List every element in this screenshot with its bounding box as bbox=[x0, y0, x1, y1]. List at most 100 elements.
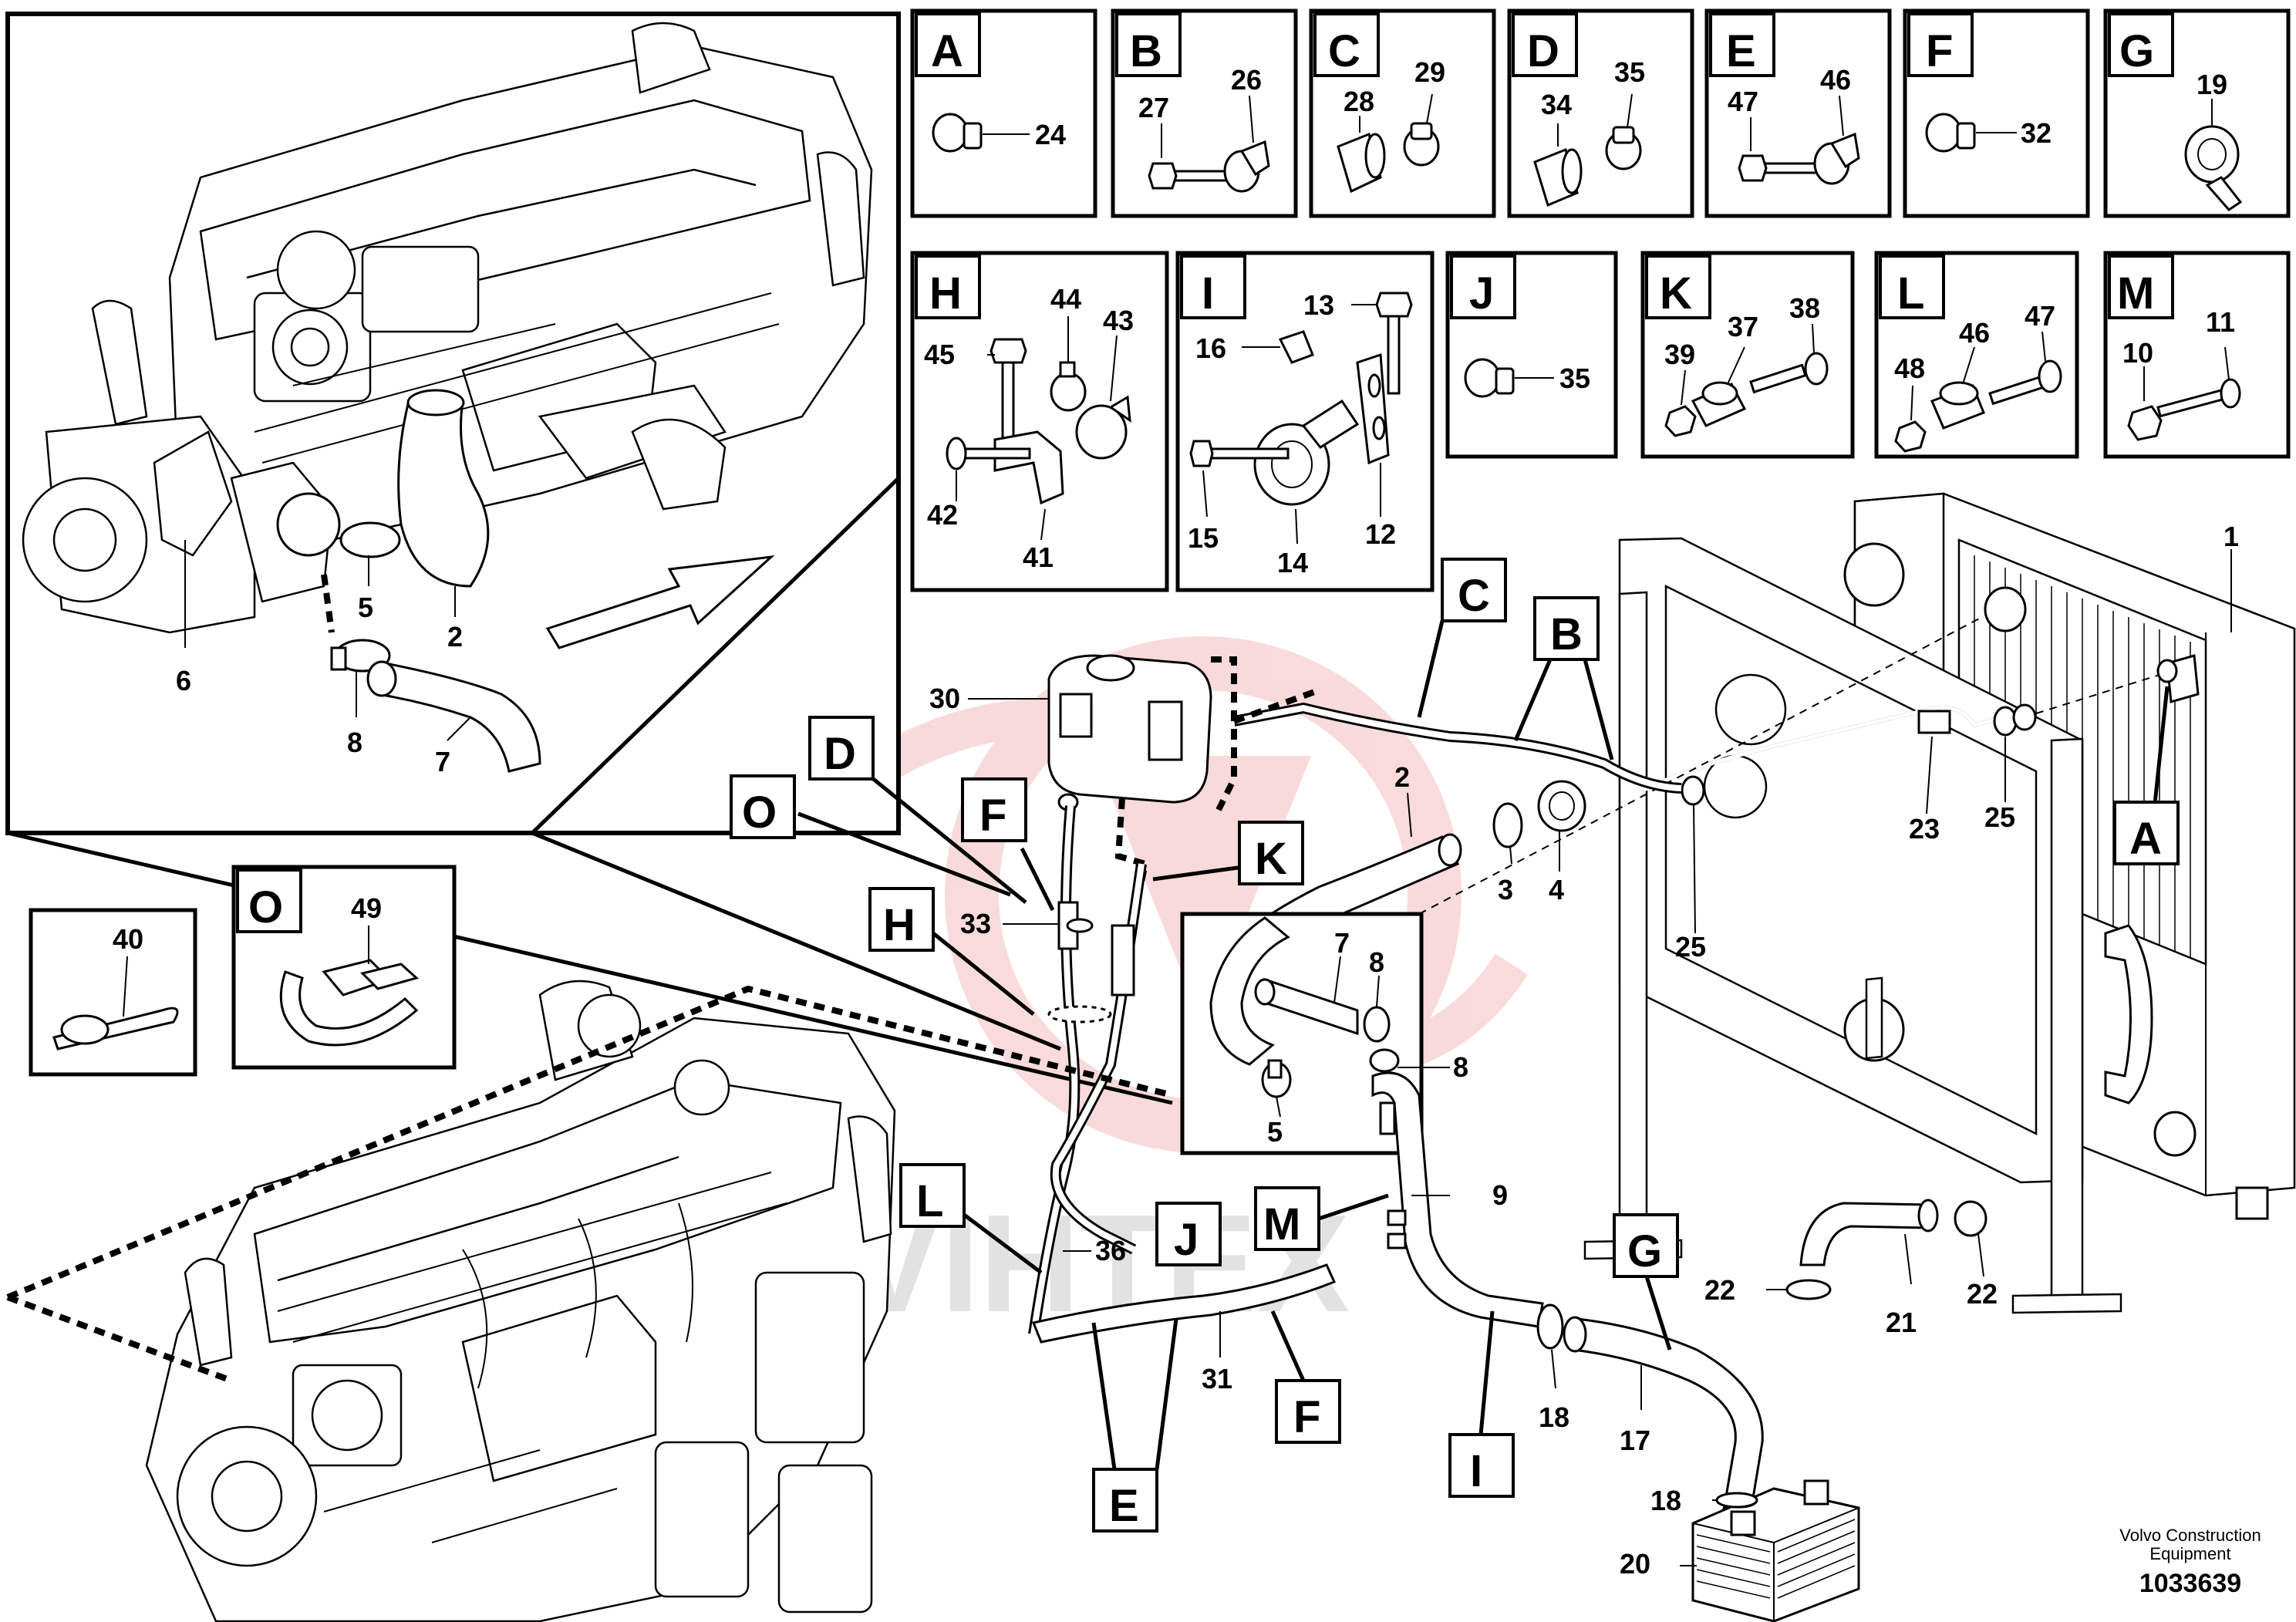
callout-letter-b: B bbox=[1550, 609, 1583, 659]
part-15: 15 bbox=[1188, 522, 1219, 554]
detail-box-j: J 35 bbox=[1445, 251, 1618, 459]
part-14: 14 bbox=[1277, 547, 1308, 578]
part-34: 34 bbox=[1541, 89, 1572, 120]
detail-box-k: K 37 38 39 bbox=[1640, 251, 1855, 459]
label-36: 36 bbox=[1095, 1235, 1126, 1266]
detail-box-h: H 44 43 45 42 41 bbox=[910, 251, 1169, 592]
label-21: 21 bbox=[1886, 1307, 1917, 1338]
part-28: 28 bbox=[1344, 86, 1374, 117]
part-47-e: 47 bbox=[1728, 86, 1758, 117]
label-30: 30 bbox=[929, 683, 960, 714]
brand-block: Volvo Construction Equipment 1033639 bbox=[2119, 1526, 2261, 1598]
detail-letter-a: A bbox=[931, 26, 963, 76]
callout-letter-o: O bbox=[742, 787, 777, 838]
detail-box-a: A 24 bbox=[910, 8, 1097, 218]
part-37: 37 bbox=[1728, 311, 1758, 342]
detail-box-f: F 32 bbox=[1903, 8, 2090, 218]
part-27: 27 bbox=[1138, 92, 1169, 123]
callout-letter-c: C bbox=[1458, 571, 1490, 621]
callout-letter-f-lower: F bbox=[1293, 1392, 1320, 1442]
label-18-upper: 18 bbox=[1539, 1401, 1569, 1433]
detail-letter-b: B bbox=[1130, 26, 1162, 76]
part-40: 40 bbox=[113, 923, 143, 955]
detail-letter-j: J bbox=[1469, 268, 1494, 319]
part-38: 38 bbox=[1789, 292, 1820, 324]
part-13: 13 bbox=[1303, 289, 1334, 321]
part-35: 35 bbox=[1614, 56, 1645, 88]
callout-letter-l: L bbox=[916, 1176, 943, 1226]
detail-box-b: B 27 26 bbox=[1111, 8, 1298, 218]
callout-o: O bbox=[730, 774, 1011, 897]
part-43: 43 bbox=[1103, 305, 1134, 336]
detail-letter-m: M bbox=[2117, 268, 2154, 319]
part-32: 32 bbox=[2021, 117, 2052, 149]
detail-letter-e: E bbox=[1726, 26, 1756, 76]
label-25-left: 25 bbox=[1675, 931, 1706, 963]
callout-a: A bbox=[2113, 686, 2180, 865]
label-8-main: 8 bbox=[1453, 1051, 1468, 1083]
callout-b: B bbox=[1513, 596, 1614, 760]
callout-f-lower: F bbox=[1270, 1310, 1341, 1444]
detail-letter-g: G bbox=[2119, 26, 2154, 76]
detail-letter-o: O bbox=[248, 882, 283, 932]
part-16: 16 bbox=[1195, 332, 1226, 364]
part-35-j: 35 bbox=[1559, 363, 1590, 394]
callout-letter-g: G bbox=[1627, 1226, 1662, 1276]
part-45: 45 bbox=[924, 339, 955, 370]
main-labels: 1 2 3 4 25 23 25 30 33 8 9 36 31 18 17 2… bbox=[929, 521, 2239, 1580]
callout-letter-e: E bbox=[1109, 1481, 1139, 1531]
label-4: 4 bbox=[1549, 874, 1564, 905]
part-46-e: 46 bbox=[1820, 64, 1851, 96]
label-1: 1 bbox=[2224, 521, 2239, 552]
part-10: 10 bbox=[2122, 337, 2153, 369]
part-12: 12 bbox=[1365, 518, 1396, 550]
detail-letter-c: C bbox=[1328, 26, 1360, 76]
callout-letter-i: I bbox=[1470, 1446, 1482, 1496]
callout-letter-j: J bbox=[1174, 1215, 1199, 1265]
label-5-sub: 5 bbox=[1267, 1116, 1283, 1148]
detail-box-g: G 19 bbox=[2103, 8, 2291, 218]
detail-box-c: C 28 29 bbox=[1309, 8, 1496, 218]
detail-box-m: M 11 10 bbox=[2103, 251, 2291, 459]
detail-letter-h: H bbox=[929, 268, 962, 319]
brand-line-1: Volvo Construction bbox=[2119, 1526, 2261, 1545]
part-29: 29 bbox=[1414, 56, 1445, 88]
label-25-right: 25 bbox=[1984, 801, 2015, 833]
label-18-lower: 18 bbox=[1650, 1485, 1681, 1516]
inset-label-6: 6 bbox=[176, 665, 191, 696]
detail-box-d: D 34 35 bbox=[1507, 8, 1694, 218]
callout-i: I bbox=[1448, 1310, 1515, 1498]
callout-e: E bbox=[1091, 1318, 1178, 1533]
callout-c: C bbox=[1417, 558, 1507, 718]
part-39: 39 bbox=[1664, 339, 1695, 370]
callout-f-upper: F bbox=[961, 777, 1055, 912]
callout-letter-a: A bbox=[2129, 814, 2162, 864]
direction-arrow bbox=[545, 555, 775, 649]
detail-box-e: E 47 46 bbox=[1704, 8, 1892, 218]
label-31: 31 bbox=[1202, 1363, 1232, 1394]
callout-letter-d: D bbox=[824, 729, 856, 779]
part-42: 42 bbox=[927, 499, 958, 531]
label-3: 3 bbox=[1498, 874, 1513, 905]
label-7-sub: 7 bbox=[1334, 927, 1350, 959]
part-46-l: 46 bbox=[1959, 317, 1990, 349]
detail-letter-d: D bbox=[1527, 26, 1559, 76]
label-9: 9 bbox=[1492, 1179, 1508, 1211]
inset-engine-drawing bbox=[22, 22, 873, 634]
callout-letter-h: H bbox=[883, 900, 915, 950]
detail-box-o: O 49 bbox=[231, 865, 457, 1070]
radiator-assembly bbox=[1418, 492, 2296, 1314]
detail-letter-l: L bbox=[1897, 268, 1924, 319]
detail-letter-i: I bbox=[1202, 268, 1214, 319]
callout-j: J bbox=[1155, 1202, 1222, 1266]
drawing-number: 1033639 bbox=[2139, 1569, 2241, 1598]
inset-label-2: 2 bbox=[447, 621, 463, 653]
label-8-sub: 8 bbox=[1369, 946, 1384, 978]
part-41: 41 bbox=[1023, 541, 1054, 573]
label-2: 2 bbox=[1394, 761, 1410, 793]
label-20: 20 bbox=[1620, 1548, 1650, 1580]
callout-m: M bbox=[1254, 1186, 1389, 1251]
callout-letter-k: K bbox=[1255, 834, 1287, 884]
part-26: 26 bbox=[1231, 64, 1262, 96]
